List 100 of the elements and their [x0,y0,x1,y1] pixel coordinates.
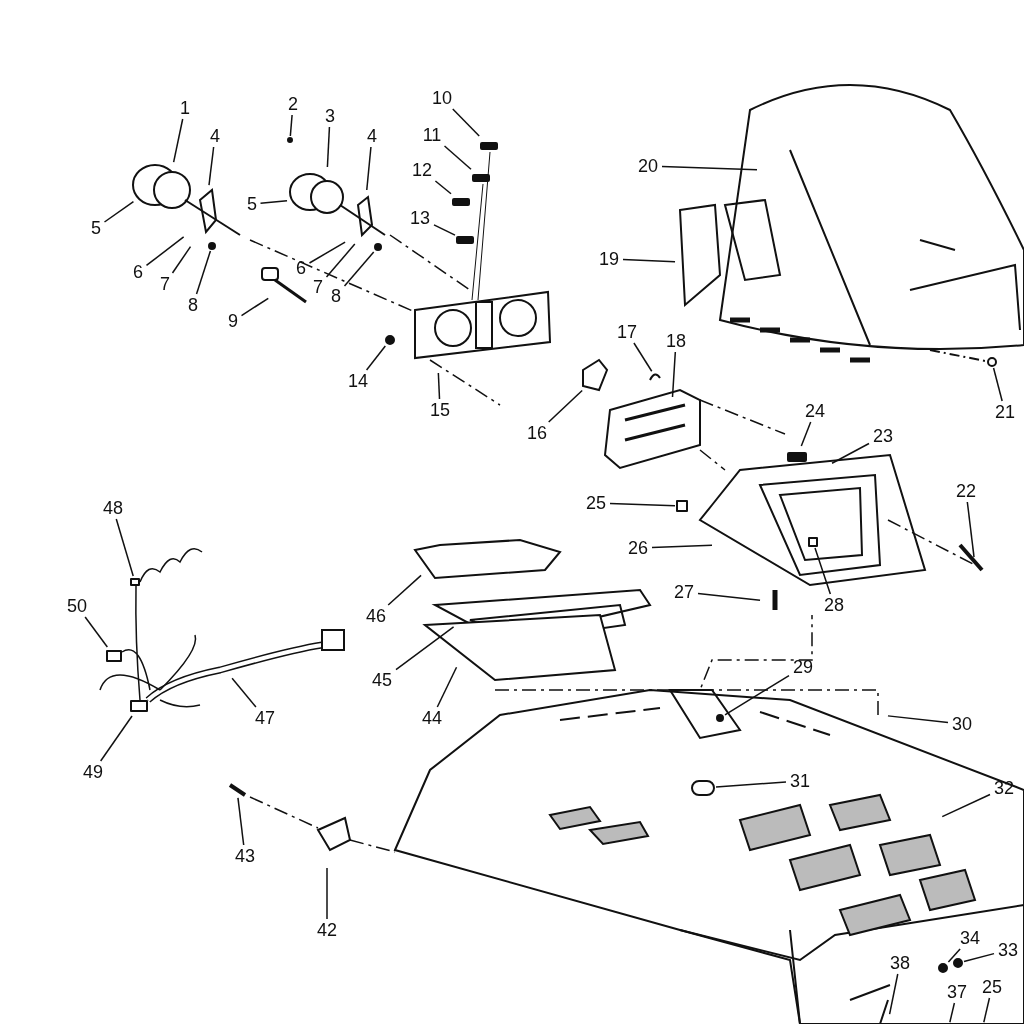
leader-line [697,592,761,601]
leader-line [115,518,134,577]
leader-line [671,351,677,398]
callout-number: 19 [598,249,620,269]
callout-number: 7 [312,277,324,297]
callout-number: 25 [981,977,1003,997]
leader-line [433,224,456,236]
leader-line [195,250,212,295]
callout-number: 20 [637,156,659,176]
leader-line [437,372,441,400]
leader-line [609,502,676,507]
callout-number: 4 [209,126,221,146]
callout-number: 9 [227,311,239,331]
leader-line [231,677,257,708]
part-block [808,537,818,547]
callout-number: 13 [409,208,431,228]
callout-number: 34 [959,928,981,948]
leader-line [99,715,133,762]
callout-number: 5 [90,218,102,238]
leader-line [724,674,790,716]
leader-line [434,180,452,195]
callout-number: 17 [616,322,638,342]
leader-line [888,973,899,1015]
leader-line [208,146,215,186]
leader-line [259,200,288,204]
leader-line [308,241,346,264]
leader-line [436,666,458,708]
leader-line [172,118,184,163]
callout-number: 21 [994,402,1016,422]
leader-line [326,126,331,168]
callout-number: 27 [673,582,695,602]
callout-number: 23 [872,426,894,446]
callout-number: 42 [316,920,338,940]
callout-number: 3 [324,106,336,126]
leader-line [452,108,480,137]
leader-line [366,146,372,191]
leader-line [326,867,328,920]
callout-number: 10 [431,88,453,108]
callout-number: 28 [823,595,845,615]
callout-number: 8 [330,286,342,306]
leader-line [633,342,653,372]
leader-line [651,544,713,549]
callout-number: 47 [254,708,276,728]
callout-number: 38 [889,953,911,973]
callout-number: 50 [66,596,88,616]
leader-line [365,345,387,371]
callout-number: 44 [421,708,443,728]
callout-number: 26 [627,538,649,558]
callout-number: 16 [526,423,548,443]
callout-number: 6 [132,262,144,282]
leader-line [949,1002,956,1023]
leader-line [622,258,676,263]
callout-number: 8 [187,295,199,315]
leader-line [963,952,995,963]
leader-line [443,145,472,170]
callout-number: 30 [951,714,973,734]
callout-number: 29 [792,657,814,677]
leader-line [800,421,812,447]
leader-line [240,297,269,317]
leader-line [831,442,870,464]
leader-line [395,626,455,671]
leader-line [941,793,991,818]
leader-line [84,616,109,648]
leader-line [887,715,949,724]
leader-line [947,948,961,963]
callout-number: 45 [371,670,393,690]
callout-number: 18 [665,331,687,351]
leader-line [983,997,991,1023]
leader-line [289,114,293,137]
callout-number: 6 [295,258,307,278]
callout-number: 15 [429,400,451,420]
part-bar [456,236,474,244]
leader-line [661,165,758,171]
callout-number: 11 [421,125,443,145]
callout-number: 31 [789,771,811,791]
leader-line [103,200,135,223]
callout-number: 37 [946,982,968,1002]
leader-line [715,781,787,788]
leader-line [343,251,375,287]
leader-line [966,501,975,558]
callout-number: 7 [159,274,171,294]
callout-number: 24 [804,401,826,421]
leader-line [325,243,356,278]
callout-number: 22 [955,481,977,501]
callout-number: 32 [993,778,1015,798]
callout-number: 14 [347,371,369,391]
callout-number: 43 [234,846,256,866]
callout-number: 46 [365,606,387,626]
part-block [676,500,688,512]
callout-number: 5 [246,194,258,214]
callout-number: 49 [82,762,104,782]
callout-number: 12 [411,160,433,180]
callout-number: 4 [366,126,378,146]
leader-line [171,245,192,274]
part-bar [787,452,807,462]
callout-number: 25 [585,493,607,513]
leader-line [387,574,422,606]
part-block [130,700,148,712]
part-bar [480,142,498,150]
callout-number: 48 [102,498,124,518]
